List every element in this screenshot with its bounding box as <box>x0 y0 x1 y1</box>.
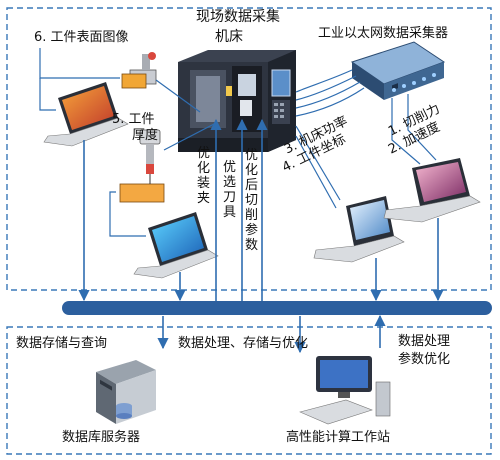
thickness-gauge-icon <box>119 129 165 203</box>
db-server-label: 数据库服务器 <box>62 430 141 445</box>
thickness-label-line2: 厚度 <box>132 128 159 143</box>
gauge-to-machine-line <box>163 123 215 151</box>
laptop-power-coordinate-icon <box>313 196 405 263</box>
gauge-to-laptop-line <box>109 191 146 237</box>
database-server-icon <box>96 360 156 424</box>
surface-camera-icon <box>121 52 157 89</box>
workstation-label: 高性能计算工作站 <box>286 430 391 445</box>
surface-image-label: 6. 工件表面图像 <box>34 30 129 45</box>
process-opt-label-line2: 参数优化 <box>398 352 451 367</box>
laptop-surface-image-icon <box>43 82 129 147</box>
camera-to-machine-line <box>155 79 201 113</box>
collector-cables <box>295 69 437 209</box>
ethernet-collector-icon <box>350 41 446 100</box>
field-collection-frame <box>6 7 492 291</box>
workstation-icon <box>299 356 391 425</box>
machine-label: 机床 <box>215 29 243 45</box>
process-opt-label-line1: 数据处理 <box>398 334 451 349</box>
optimized-params-label: 优化后切削参数 <box>244 148 258 253</box>
optimize-fixture-label: 优化装夹 <box>196 146 210 206</box>
camera-to-laptop-line <box>39 48 120 79</box>
select-tool-label: 优选刀具 <box>222 160 236 220</box>
cnc-machine-icon <box>178 50 296 152</box>
field-collection-title: 现场数据采集 <box>196 9 280 25</box>
thickness-label-line1: 5. 工件 <box>112 112 155 127</box>
laptop-thickness-icon <box>133 212 219 279</box>
collector-label: 工业以太网数据采集器 <box>318 26 449 41</box>
line-surface-to-laptop <box>39 78 56 111</box>
laptop-force-acceleration-icon <box>383 158 481 223</box>
process-store-label: 数据处理、存储与优化 <box>178 336 309 351</box>
server-side-frame <box>6 326 492 455</box>
ethernet-bus <box>62 301 492 315</box>
db-store-label: 数据存储与查询 <box>16 336 108 351</box>
